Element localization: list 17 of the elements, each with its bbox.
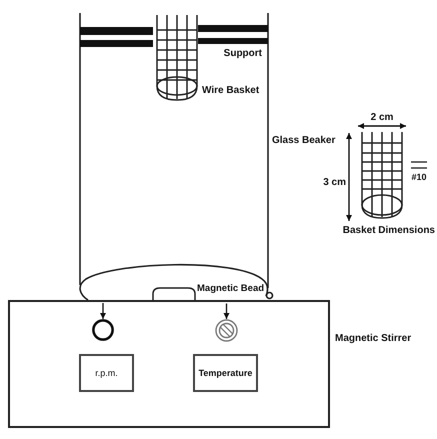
display-label: Temperature — [198, 368, 252, 378]
dimension-label: 2 cm — [370, 112, 394, 123]
part-label: Glass Beaker — [272, 135, 336, 146]
display-panel — [79, 354, 134, 392]
part-label: Magnetic Bead — [197, 283, 264, 294]
mesh-label: #10 — [411, 172, 427, 183]
display-label: r.p.m. — [95, 368, 118, 378]
ring-icon — [92, 319, 114, 341]
part-label: Support — [224, 48, 262, 59]
inset-caption: Basket Dimensions — [342, 225, 435, 236]
part-label: Wire Basket — [202, 85, 260, 96]
device-label: Magnetic Stirrer — [335, 333, 412, 344]
slashed-ring-icon — [215, 319, 238, 342]
display-panel — [193, 354, 258, 392]
arrow — [224, 304, 230, 319]
arrow — [100, 303, 106, 319]
dimension-label: 3 cm — [323, 177, 346, 188]
